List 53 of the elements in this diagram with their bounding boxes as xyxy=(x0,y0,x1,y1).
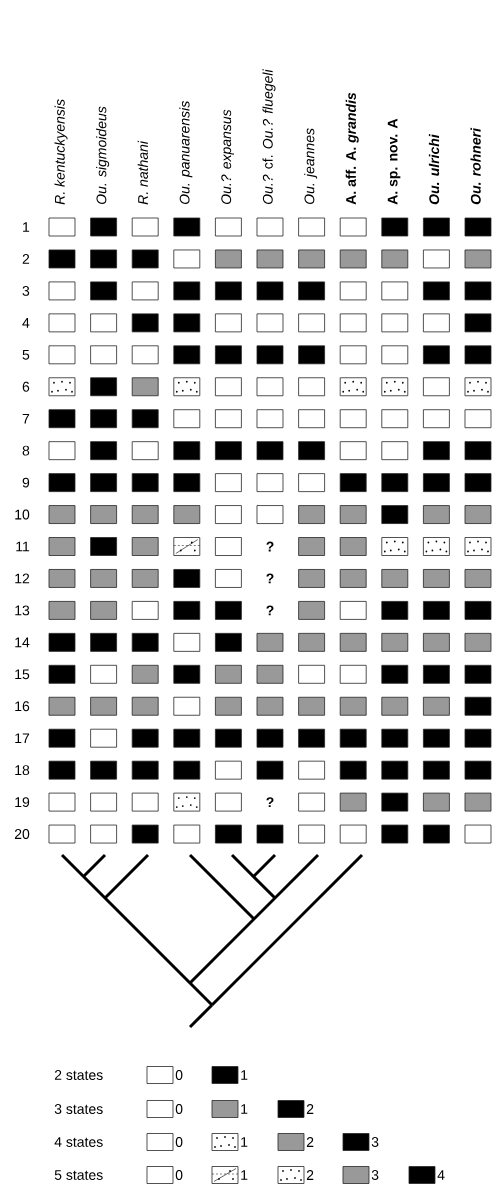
unknown-state: ? xyxy=(266,573,274,584)
legend-value: 0 xyxy=(175,1170,183,1180)
character-number: 8 xyxy=(22,445,30,456)
taxon-name: A. aff. A. grandis xyxy=(345,92,359,205)
legend-value: 0 xyxy=(175,1070,183,1080)
character-number: 15 xyxy=(15,669,30,680)
taxon-name: Ou. sigmoideus xyxy=(96,106,110,205)
taxon-name: Ou. jeannes xyxy=(304,128,318,205)
character-number: 2 xyxy=(22,254,30,264)
character-number: 10 xyxy=(15,509,30,520)
character-number: 11 xyxy=(16,541,30,552)
taxon-name: Ou.? expansus xyxy=(221,109,234,205)
legend-value: 0 xyxy=(175,1104,183,1114)
character-number: 18 xyxy=(15,765,30,776)
character-number: 3 xyxy=(22,285,30,296)
character-number: 16 xyxy=(15,701,30,712)
character-number: 7 xyxy=(22,413,30,424)
taxon-name: A. sp. nov. A xyxy=(387,118,401,205)
taxon-name: Ou. ulrichi xyxy=(428,134,440,205)
legend-value: 4 xyxy=(437,1170,445,1180)
character-number: 6 xyxy=(22,381,30,392)
unknown-state: ? xyxy=(266,797,274,807)
character-number: 5 xyxy=(22,349,30,360)
legend-value: 2 xyxy=(306,1170,314,1180)
unknown-state: ? xyxy=(266,605,274,616)
taxon-name: R. kentuckyensis xyxy=(54,99,68,205)
legend-value: 3 xyxy=(371,1137,379,1147)
legend-value: 0 xyxy=(175,1137,183,1147)
legend-value: 1 xyxy=(241,1070,248,1080)
legend-value: 1 xyxy=(241,1137,248,1147)
character-number: 12 xyxy=(15,573,30,584)
character-number: 14 xyxy=(15,637,30,648)
legend-heading: 5 states xyxy=(54,1170,103,1180)
legend-value: 2 xyxy=(306,1104,314,1114)
unknown-state: ? xyxy=(266,541,274,552)
legend-value: 1 xyxy=(241,1170,248,1180)
taxon-name: Ou. panuarensis xyxy=(179,101,193,205)
legend-value: 3 xyxy=(371,1170,379,1180)
character-number: 9 xyxy=(22,477,30,488)
legend-value: 1 xyxy=(241,1104,248,1114)
taxon-name: Ou. rohneri xyxy=(470,127,481,205)
legend-heading: 2 states xyxy=(54,1070,103,1080)
character-number: 17 xyxy=(15,733,30,743)
legend-heading: 3 states xyxy=(54,1104,103,1114)
legend-heading: 4 states xyxy=(54,1137,103,1147)
legend-value: 2 xyxy=(306,1137,314,1147)
character-number: 20 xyxy=(14,829,30,839)
taxon-name: Ou.? cf. Ou.? fluegeli xyxy=(262,69,276,205)
taxon-name: R. nathani xyxy=(137,140,148,205)
character-number: 19 xyxy=(15,797,30,808)
character-number: 1 xyxy=(23,222,30,232)
character-number: 13 xyxy=(15,605,30,616)
character-number: 4 xyxy=(22,318,30,328)
